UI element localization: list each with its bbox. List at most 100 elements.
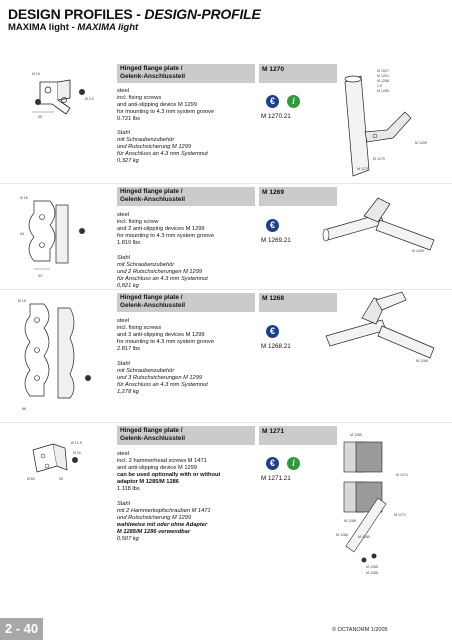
euro-price-icon[interactable]: € — [266, 95, 279, 108]
weight-lbs: 1.810 lbs — [117, 240, 141, 246]
dimension-label: 86 — [22, 407, 26, 411]
title-en: DESIGN PROFILES — [8, 6, 133, 22]
technical-drawing-m1271: Ø 12.5 Ø 16 Ø 60 55 — [27, 441, 82, 481]
description-en: steel incl. 2 hammerhead screws M 1471 a… — [117, 451, 257, 493]
description-line: und Rutschsicherung M 1299 — [117, 144, 191, 150]
copyright-notice: © OCTANORM 1/2005 — [332, 627, 388, 633]
description-line: für Anschluss an 4.3 mm Systemnut — [117, 382, 208, 388]
description-line: steel — [117, 88, 130, 94]
part-label: M 1285 — [358, 535, 370, 539]
technical-drawing-m1270: Ø 16 Ø 9.5 55 — [32, 72, 94, 119]
dimension-label: 64 — [20, 232, 24, 236]
product-code: M 1271 — [259, 426, 337, 445]
header-line: Hinged flange plate / — [120, 188, 183, 195]
assembly-drawing-m1270: M 1027 M 1201 M 1268 1.5 M 1269 M 1299 M… — [344, 69, 427, 177]
description-en: steel incl. fixing screws and 3 anti-sli… — [117, 318, 257, 353]
header-line: Gelenk-Anschlussteil — [120, 196, 185, 203]
description-line: Stahl — [117, 361, 130, 367]
description-line: mit 2 Hammerkopfschrauben M 1471 — [117, 508, 211, 514]
assembly-drawing-m1268: M 1268 — [325, 291, 435, 363]
article-reference: M 1268.21 — [261, 343, 291, 350]
header-line: Gelenk-Anschlussteil — [120, 73, 185, 80]
dimension-label: 55 — [38, 115, 42, 119]
description-line: and 2 anti-slipping devices M 1299 — [117, 226, 205, 232]
section-divider — [0, 289, 452, 290]
part-label: M 1286 — [344, 519, 356, 523]
info-icon[interactable]: i — [287, 95, 300, 108]
description-line-bold: M 1285/M 1286 verwendbar — [117, 529, 191, 535]
article-reference: M 1271.21 — [261, 475, 291, 482]
product-header: Hinged flange plate / Gelenk-Anschlusste… — [117, 187, 255, 206]
product-header: Hinged flange plate / Gelenk-Anschlusste… — [117, 64, 255, 83]
euro-price-icon[interactable]: € — [266, 325, 279, 338]
weight-lbs: 0.721 lbs — [117, 116, 141, 122]
page-title: DESIGN PROFILES - DESIGN-PROFILE — [8, 6, 261, 22]
description-line: für Anschluss an 4.3 mm Systemnut — [117, 276, 208, 282]
description-line: Stahl — [117, 255, 130, 261]
product-header: Hinged flange plate / Gelenk-Anschlusste… — [117, 293, 255, 312]
description-line: steel — [117, 451, 130, 457]
section-divider — [0, 183, 452, 184]
part-label: 1.5 — [377, 84, 382, 88]
header-line: Hinged flange plate / — [120, 427, 183, 434]
description-line: incl. fixing screws — [117, 325, 162, 331]
part-label: M 1027 — [377, 69, 389, 73]
description-line: incl. 2 hammerhead screws M 1471 — [117, 458, 207, 464]
description-line: for mounting to 4.3 mm system groove — [117, 233, 215, 239]
part-label: M 1269 — [377, 89, 389, 93]
product-header: Hinged flange plate / Gelenk-Anschlusste… — [117, 426, 255, 445]
description-line: and anti-slipping device M 1299 — [117, 102, 197, 108]
article-reference: M 1270.21 — [261, 113, 291, 120]
part-label: M 1271 — [394, 513, 406, 517]
subtitle-sep: - — [68, 22, 78, 33]
part-label: M 1269 — [412, 249, 424, 253]
weight-kg: 0,821 kg — [117, 283, 139, 289]
description-line: Stahl — [117, 501, 130, 507]
euro-price-icon[interactable]: € — [266, 457, 279, 470]
assembly-drawing-m1269: M 1269 — [322, 197, 435, 253]
part-label: M 1271 — [396, 473, 408, 477]
description-de: Stahl mit Schraubenzubehör und Rutschsic… — [117, 130, 257, 165]
description-line-bold: wahlweise mit oder ohne Adapter — [117, 522, 208, 528]
dimension-label: 55 — [59, 477, 63, 481]
description-line: mit Schraubenzubehör — [117, 368, 175, 374]
description-line: incl. fixing screws — [117, 95, 162, 101]
description-line: and 3 anti-slipping devices M 1299 — [117, 332, 205, 338]
dimension-label: Ø 12.5 — [71, 441, 82, 445]
description-line: Stahl — [117, 130, 130, 136]
description-line: steel — [117, 212, 130, 218]
technical-drawing-m1268: Ø 16 86 — [18, 299, 91, 411]
subtitle-de: MAXIMA light — [77, 22, 139, 33]
assembly-drawing-m1271: M 1285 M 1286 M 1271 M 1271 M 1286 M 128… — [336, 433, 408, 575]
dimension-label: Ø 9.5 — [85, 97, 94, 101]
description-line: für Anschluss an 4.3 mm Systemnut — [117, 151, 208, 157]
description-de: Stahl mit Schraubenzubehör und 2 Rutschs… — [117, 255, 257, 290]
description-en: steel incl. fixing screw and 2 anti-slip… — [117, 212, 257, 247]
weight-kg: 0,327 kg — [117, 158, 139, 164]
description-line-bold: adaptor M 1285/M 1286 — [117, 479, 179, 485]
header-line: Hinged flange plate / — [120, 294, 183, 301]
part-label: M 1286 — [336, 533, 348, 537]
product-code: M 1270 — [259, 64, 337, 83]
subtitle-en: MAXIMA light — [8, 22, 69, 33]
dimension-label: Ø 16 — [18, 299, 26, 303]
part-label: M 1268 — [377, 79, 389, 83]
description-line: steel — [117, 318, 130, 324]
info-icon[interactable]: i — [287, 457, 300, 470]
part-label: M 1268 — [416, 359, 428, 363]
technical-drawing-m1269: Ø 16 64 53 — [20, 196, 85, 278]
part-label: M 1286 — [366, 571, 378, 575]
section-divider — [0, 422, 452, 423]
weight-kg: 1,278 kg — [117, 389, 139, 395]
description-line: and anti-slipping device M 1299 — [117, 465, 197, 471]
description-line: und 3 Rutschsicherungen M 1299 — [117, 375, 203, 381]
part-label: M 1285 — [366, 565, 378, 569]
dimension-label: Ø 16 — [73, 451, 81, 455]
part-label: M 1201 — [377, 74, 389, 78]
dimension-label: Ø 16 — [32, 72, 40, 76]
part-label: M 1270 — [373, 157, 385, 161]
euro-price-icon[interactable]: € — [266, 219, 279, 232]
weight-lbs: 2.817 lbs — [117, 346, 141, 352]
dimension-label: Ø 60 — [27, 477, 35, 481]
description-line: incl. fixing screw — [117, 219, 159, 225]
